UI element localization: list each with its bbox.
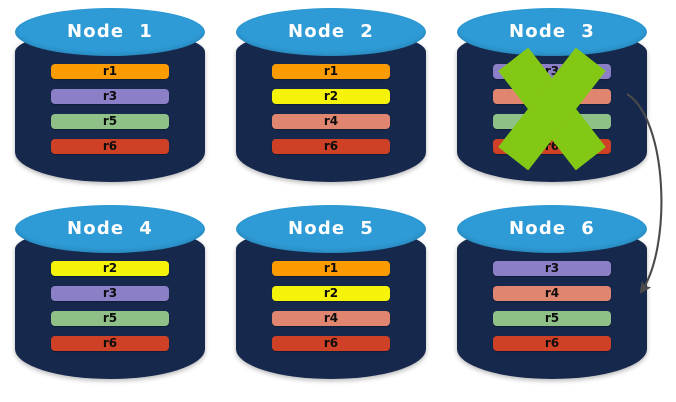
cylinder-top-ellipse — [457, 205, 647, 253]
replica-bar-list: r1 r2 r4 r6 — [236, 261, 426, 351]
replica-bar-list: r3 r4 r5 r6 — [457, 261, 647, 351]
replica-bar-r4[interactable]: r4 — [272, 114, 390, 129]
cylinder-top-ellipse — [236, 8, 426, 56]
node-label: Node 5 — [288, 218, 374, 239]
replica-bar-r4[interactable]: r4 — [493, 286, 611, 301]
replica-bar-r3[interactable]: r3 — [51, 286, 169, 301]
replica-bar-r3[interactable]: r3 — [493, 64, 611, 79]
node-label: Node 1 — [67, 21, 153, 42]
replica-bar-r5[interactable]: r5 — [51, 114, 169, 129]
replica-bar-r6[interactable]: r6 — [493, 139, 611, 154]
node-cylinder-6[interactable]: Node 6 r3 r4 r5 r6 — [457, 205, 647, 383]
cylinder-top-ellipse — [236, 205, 426, 253]
replica-bar-r3[interactable]: r3 — [51, 89, 169, 104]
replica-bar-list: r3 r4 r5 r6 — [457, 64, 647, 154]
cylinder-top-ellipse — [15, 205, 205, 253]
replica-bar-r4[interactable]: r4 — [272, 311, 390, 326]
node-label: Node 2 — [288, 21, 374, 42]
node-cylinder-3[interactable]: Node 3 r3 r4 r5 r6 — [457, 8, 647, 186]
replica-bar-list: r1 r3 r5 r6 — [15, 64, 205, 154]
node-cylinder-5[interactable]: Node 5 r1 r2 r4 r6 — [236, 205, 426, 383]
replica-bar-r1[interactable]: r1 — [51, 64, 169, 79]
replica-bar-r2[interactable]: r2 — [272, 286, 390, 301]
replica-bar-r1[interactable]: r1 — [272, 261, 390, 276]
replica-bar-list: r1 r2 r4 r6 — [236, 64, 426, 154]
cylinder-top-ellipse — [15, 8, 205, 56]
node-label: Node 3 — [509, 21, 595, 42]
node-cylinder-4[interactable]: Node 4 r2 r3 r5 r6 — [15, 205, 205, 383]
node-cylinder-2[interactable]: Node 2 r1 r2 r4 r6 — [236, 8, 426, 186]
replica-bar-r3[interactable]: r3 — [493, 261, 611, 276]
node-cylinder-1[interactable]: Node 1 r1 r3 r5 r6 — [15, 8, 205, 186]
node-label: Node 4 — [67, 218, 153, 239]
replica-bar-r5[interactable]: r5 — [493, 311, 611, 326]
replica-bar-r1[interactable]: r1 — [272, 64, 390, 79]
replica-bar-r5[interactable]: r5 — [51, 311, 169, 326]
replica-bar-r6[interactable]: r6 — [272, 336, 390, 351]
replica-bar-r6[interactable]: r6 — [272, 139, 390, 154]
node-label: Node 6 — [509, 218, 595, 239]
replica-bar-r6[interactable]: r6 — [493, 336, 611, 351]
replica-bar-r4[interactable]: r4 — [493, 89, 611, 104]
replica-bar-r6[interactable]: r6 — [51, 139, 169, 154]
replica-bar-r5[interactable]: r5 — [493, 114, 611, 129]
replica-bar-r6[interactable]: r6 — [51, 336, 169, 351]
replica-bar-r2[interactable]: r2 — [272, 89, 390, 104]
replica-bar-r2[interactable]: r2 — [51, 261, 169, 276]
replica-bar-list: r2 r3 r5 r6 — [15, 261, 205, 351]
